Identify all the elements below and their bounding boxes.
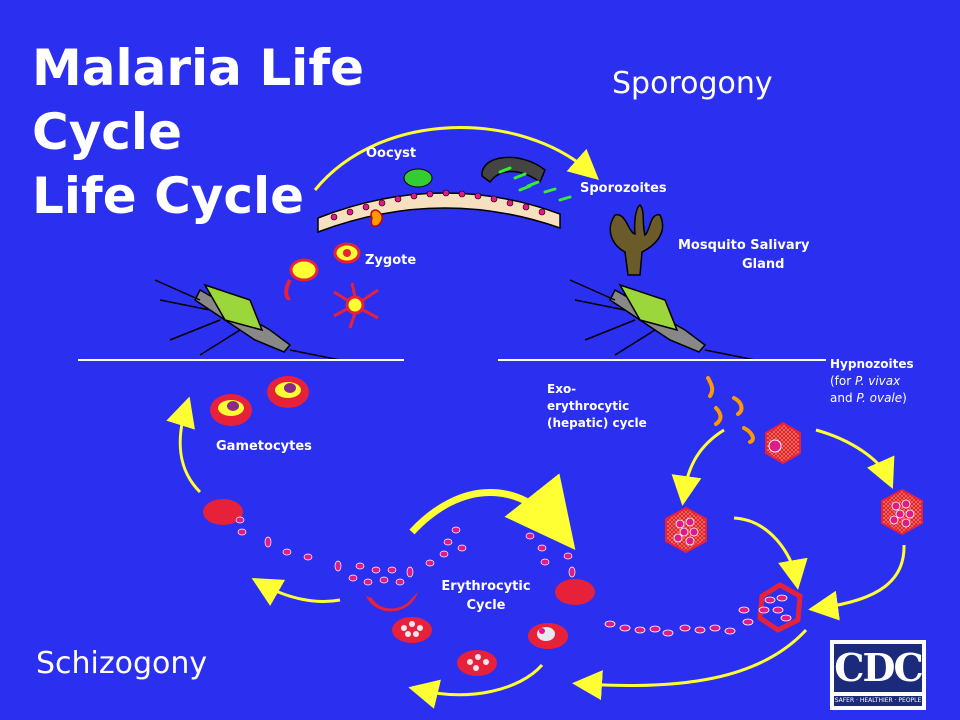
schizont-icon xyxy=(392,617,497,676)
exo-erythrocytic-label: Exo- erythrocytic (hepatic) cycle xyxy=(547,381,647,432)
liver-schizont-right xyxy=(881,488,923,536)
sporozoites-label: Sporozoites xyxy=(580,181,667,196)
ookinete xyxy=(370,209,383,227)
oocyst-label: Oocyst xyxy=(366,146,417,161)
sporogony-arrow xyxy=(313,126,599,191)
page-title: Malaria Life Cycle Life Cycle xyxy=(32,36,364,228)
salivary-gland-label: Mosquito Salivary Gland xyxy=(678,236,828,274)
mosquito-left xyxy=(154,279,341,361)
liver-cell-infected xyxy=(765,421,801,465)
return-arrow-bottom xyxy=(572,628,808,701)
hypnozoites-close-paren: ) xyxy=(902,391,907,405)
hypnozoites-line-2: (for P. vivax xyxy=(830,373,914,390)
liver-arrow-right-down xyxy=(808,544,906,621)
cdc-logo-tagline: SAFER · HEALTHIER · PEOPLE xyxy=(834,696,922,706)
merozoites-erythrocytic xyxy=(235,516,576,586)
gamete-icon xyxy=(284,258,319,301)
gametocytes-label: Gametocytes xyxy=(216,439,312,454)
liver-arrow-left xyxy=(671,428,725,506)
exflagellation-icon xyxy=(333,282,379,329)
liver-schizont-ruptured xyxy=(738,582,803,633)
salivary-gland-label-line-1: Mosquito Salivary xyxy=(678,238,810,253)
erythrocytic-label-line-2: Cycle xyxy=(466,598,506,613)
oocyst xyxy=(403,156,546,188)
zygote-label: Zygote xyxy=(365,253,417,268)
mosquito-right xyxy=(569,279,756,361)
species-ovale: P. ovale xyxy=(856,391,903,405)
merozoites-released xyxy=(604,620,736,637)
species-vivax: P. vivax xyxy=(855,374,901,388)
exo-label-line-2: erythrocytic xyxy=(547,399,630,413)
cdc-logo-text: CDC xyxy=(834,644,924,692)
exo-label-line-1: Exo- xyxy=(547,382,577,396)
gametocyte-arrow xyxy=(166,396,202,494)
hypnozoites-line-3: and P. ovale) xyxy=(830,390,914,407)
title-line-2: Cycle xyxy=(32,103,182,161)
gametocyte-icon xyxy=(210,376,309,426)
salivary-gland-icon xyxy=(609,204,664,276)
title-line-3: Life Cycle xyxy=(32,167,305,225)
exo-label-line-3: (hepatic) cycle xyxy=(547,416,647,430)
hypnozoites-title: Hypnozoites xyxy=(830,357,914,371)
liver-schizont-left xyxy=(665,506,707,554)
sporogony-label: Sporogony xyxy=(612,66,773,101)
liver-arrow-mid xyxy=(733,516,808,590)
title-line-1: Malaria Life xyxy=(32,39,364,97)
ring-stage-icon xyxy=(528,623,568,649)
sporozoite-injected xyxy=(706,376,755,444)
sporozoites-cluster xyxy=(498,166,572,202)
hypnozoites-label: Hypnozoites (for P. vivax and P. ovale) xyxy=(830,356,914,407)
erythrocytic-arrow-left xyxy=(251,578,341,606)
zygote-icon xyxy=(333,242,361,264)
hypnozoites-for: (for xyxy=(830,374,852,388)
hypnozoites-and: and xyxy=(830,391,853,405)
erythrocytic-arrow-top xyxy=(409,473,576,550)
schizogony-label: Schizogony xyxy=(36,646,208,681)
erythrocytic-arrow-right xyxy=(408,664,544,709)
salivary-gland-label-line-2: Gland xyxy=(742,257,785,272)
erythrocytic-cycle-label: Erythrocytic Cycle xyxy=(424,577,548,615)
cdc-logo: CDC SAFER · HEALTHIER · PEOPLE xyxy=(830,640,926,710)
liver-arrow-right xyxy=(815,428,895,489)
erythrocytic-label-line-1: Erythrocytic xyxy=(441,579,531,594)
midgut-wall xyxy=(317,189,561,234)
